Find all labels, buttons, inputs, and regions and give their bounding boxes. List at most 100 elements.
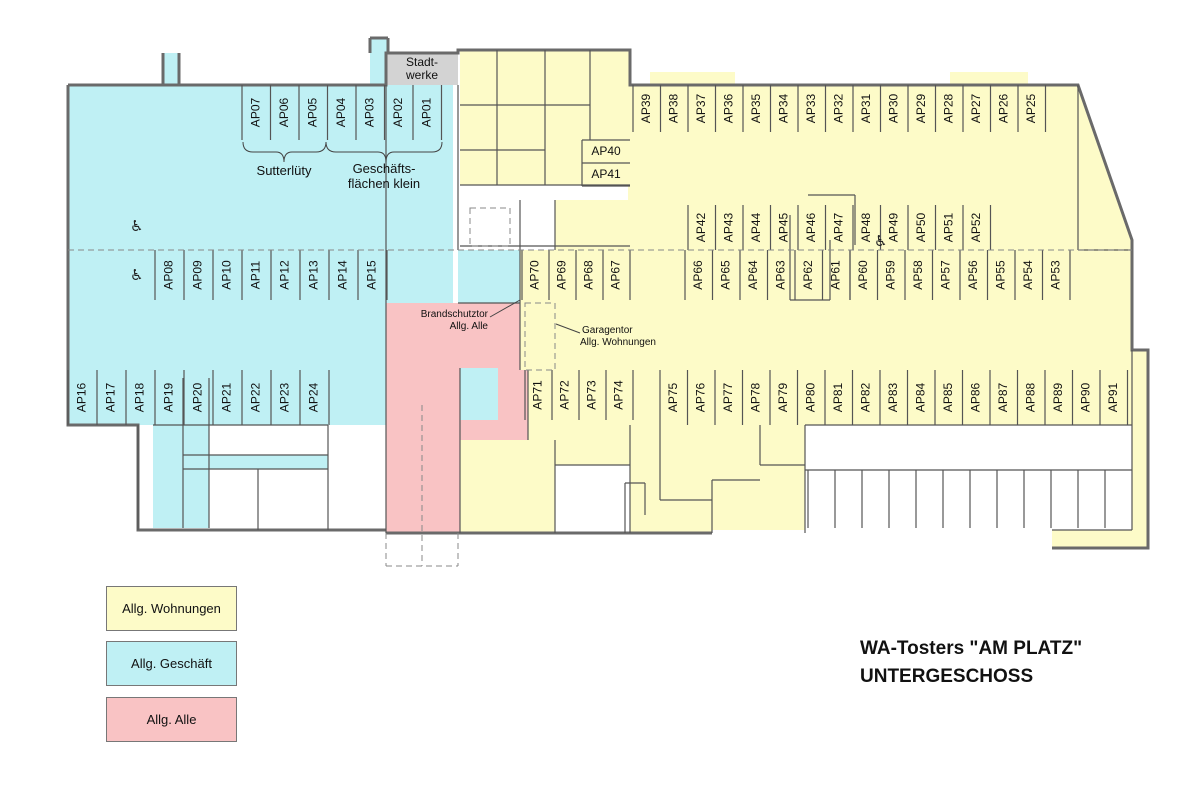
- parking-spot-ap44: AP44: [749, 212, 763, 242]
- dashed-lines: [68, 207, 1132, 567]
- parking-spot-ap69: AP69: [555, 260, 569, 290]
- parking-spot-ap87: AP87: [996, 382, 1010, 412]
- parking-spot-ap07: AP07: [248, 97, 262, 127]
- parking-spot-ap01: AP01: [419, 97, 433, 127]
- parking-spot-ap19: AP19: [162, 382, 176, 412]
- parking-spot-ap11: AP11: [249, 260, 263, 289]
- parking-spot-ap31: AP31: [859, 93, 873, 123]
- legend-wohnungen: Allg. Wohnungen: [106, 586, 237, 631]
- geschaeft-klein-brace: [325, 141, 443, 163]
- parking-spot-ap28: AP28: [941, 93, 955, 123]
- parking-spot-ap85: AP85: [941, 382, 955, 412]
- wheelchair-icon: ♿: [130, 266, 143, 284]
- parking-spot-ap48: AP48: [859, 212, 873, 242]
- plan-title: WA-Tosters "AM PLATZ": [860, 638, 1083, 659]
- parking-spot-ap59: AP59: [883, 260, 897, 290]
- parking-spot-ap86: AP86: [968, 382, 982, 412]
- parking-spot-ap54: AP54: [1021, 260, 1035, 290]
- parking-spot-ap66: AP66: [691, 260, 705, 290]
- wheelchair-icon: ♿: [874, 232, 887, 250]
- parking-spot-ap23: AP23: [278, 382, 292, 412]
- sutterlueti-brace: [242, 141, 327, 163]
- parking-spot-ap56: AP56: [966, 260, 980, 290]
- parking-spot-ap27: AP27: [969, 93, 983, 123]
- parking-spot-ap43: AP43: [721, 212, 735, 242]
- parking-spot-ap88: AP88: [1023, 382, 1037, 412]
- parking-spot-ap51: AP51: [941, 212, 955, 242]
- parking-spot-ap73: AP73: [585, 380, 599, 410]
- parking-spot-ap75: AP75: [666, 382, 680, 412]
- parking-spot-ap13: AP13: [307, 260, 321, 290]
- parking-spot-ap49: AP49: [886, 212, 900, 242]
- brandschutztor-leader: [489, 299, 521, 318]
- parking-spot-ap14: AP14: [336, 260, 350, 290]
- parking-spot-ap37: AP37: [694, 93, 708, 123]
- stadtwerke-room: [386, 53, 458, 85]
- wohnungen-roof-2: [950, 72, 1028, 85]
- garagentor-label-2: Allg. Wohnungen: [580, 337, 656, 348]
- parking-spot-ap33: AP33: [804, 93, 818, 123]
- parking-spot-ap80: AP80: [803, 382, 817, 412]
- parking-spot-ap72: AP72: [558, 380, 572, 410]
- stadtwerke-label-2: werke: [405, 68, 438, 82]
- parking-spot-ap29: AP29: [914, 93, 928, 123]
- legend-alle-label: Allg. Alle: [146, 712, 197, 727]
- parking-spot-ap47: AP47: [831, 212, 845, 242]
- parking-spot-ap77: AP77: [721, 382, 735, 412]
- parking-spot-ap12: AP12: [278, 260, 292, 290]
- legend-alle: Allg. Alle: [106, 697, 237, 742]
- parking-spot-ap45: AP45: [776, 212, 790, 242]
- brandschutztor-label-2: Allg. Alle: [450, 321, 489, 332]
- brandschutztor-label-1: Brandschutztor: [421, 309, 489, 320]
- parking-spot-ap60: AP60: [856, 260, 870, 290]
- parking-spot-ap79: AP79: [776, 382, 790, 412]
- parking-spot-ap09: AP09: [191, 260, 205, 290]
- parking-spot-ap78: AP78: [748, 382, 762, 412]
- parking-spot-ap84: AP84: [913, 382, 927, 412]
- parking-spot-ap22: AP22: [249, 382, 263, 412]
- parking-spot-ap46: AP46: [804, 212, 818, 242]
- geschaeft-stair: [458, 250, 520, 305]
- parking-spot-ap06: AP06: [277, 97, 291, 127]
- legend-geschaeft-label: Allg. Geschäft: [131, 656, 212, 671]
- parking-spot-ap65: AP65: [718, 260, 732, 290]
- parking-spot-ap53: AP53: [1048, 260, 1062, 290]
- parking-spot-ap18: AP18: [133, 382, 147, 412]
- parking-spot-ap38: AP38: [666, 93, 680, 123]
- parking-spot-ap81: AP81: [831, 382, 845, 412]
- parking-spot-ap40: AP40: [591, 144, 621, 158]
- annotations: Stadt- werke Sutterlüty Geschäfts- fläch…: [130, 55, 887, 348]
- plan-subtitle: UNTERGESCHOSS: [860, 666, 1034, 687]
- parking-spot-ap05: AP05: [305, 97, 319, 127]
- parking-spot-ap34: AP34: [776, 93, 790, 123]
- parking-spot-ap04: AP04: [334, 97, 348, 127]
- parking-spot-ap25: AP25: [1024, 93, 1038, 123]
- parking-spot-ap15: AP15: [365, 260, 379, 290]
- geschaeft-klein-label-2: flächen klein: [348, 176, 420, 191]
- parking-spot-ap41: AP41: [591, 167, 621, 181]
- parking-spot-ap21: AP21: [220, 382, 234, 412]
- parking-spot-ap64: AP64: [746, 260, 760, 290]
- parking-spot-ap24: AP24: [307, 382, 321, 412]
- parking-spot-ap70: AP70: [528, 260, 542, 290]
- stadtwerke-label-1: Stadt-: [406, 55, 438, 69]
- parking-spot-ap68: AP68: [582, 260, 596, 290]
- parking-spot-ap57: AP57: [938, 260, 952, 290]
- geschaeft-lower-corridor: [183, 455, 328, 469]
- parking-spot-ap16: AP16: [75, 382, 89, 412]
- parking-spot-ap42: AP42: [694, 212, 708, 242]
- parking-spot-ap17: AP17: [104, 382, 118, 412]
- parking-spot-ap32: AP32: [831, 93, 845, 123]
- interior-lines: [67, 50, 1133, 533]
- parking-spot-ap63: AP63: [773, 260, 787, 290]
- sutterlueti-label: Sutterlüty: [257, 163, 312, 178]
- parking-spot-ap50: AP50: [914, 212, 928, 242]
- geschaeft-lower-shaft: [183, 378, 209, 528]
- parking-spot-ap82: AP82: [858, 382, 872, 412]
- legend-geschaeft: Allg. Geschäft: [106, 641, 237, 686]
- parking-spot-ap08: AP08: [162, 260, 176, 290]
- geschaeft-chimney: [163, 53, 179, 85]
- parking-spot-ap55: AP55: [993, 260, 1007, 290]
